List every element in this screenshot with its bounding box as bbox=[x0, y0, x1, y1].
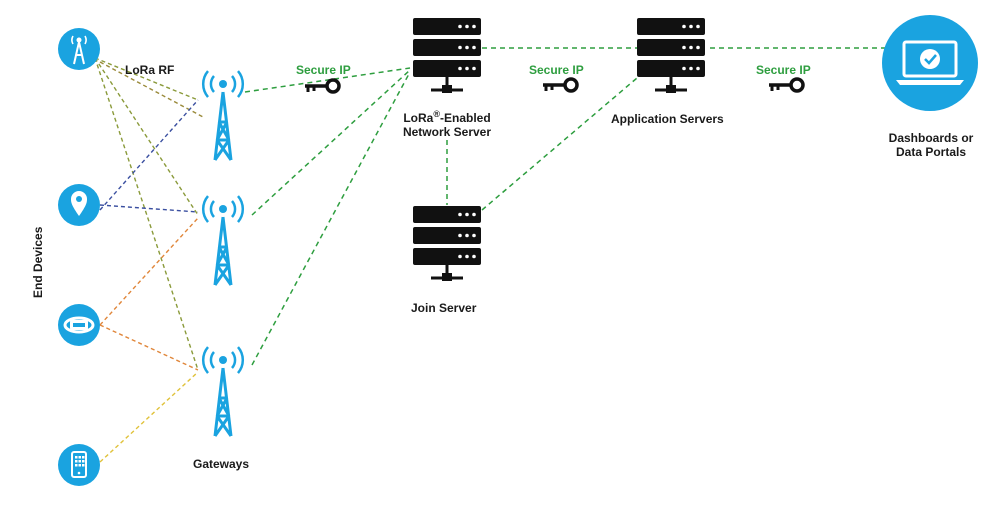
rf-link bbox=[99, 204, 199, 213]
rf-link bbox=[99, 324, 199, 371]
end-device-location bbox=[58, 184, 100, 226]
ip-links bbox=[244, 47, 885, 366]
gateways-label: Gateways bbox=[193, 457, 250, 471]
network-server-label-line2: Network Server bbox=[402, 125, 492, 139]
smartphone-icon bbox=[71, 451, 87, 478]
lora-rf-label: LoRa RF bbox=[125, 63, 175, 77]
laptop-check-icon bbox=[896, 40, 964, 85]
rf-link bbox=[94, 57, 199, 371]
join-server-label: Join Server bbox=[411, 301, 477, 315]
registered-mark: ® bbox=[433, 109, 440, 119]
end-devices-label: End Devices bbox=[31, 226, 45, 298]
rf-link bbox=[99, 61, 206, 119]
rf-link bbox=[94, 57, 199, 216]
rf-links bbox=[94, 57, 206, 463]
rf-link bbox=[99, 99, 199, 211]
rf-link bbox=[94, 57, 199, 101]
rf-link bbox=[99, 371, 199, 463]
application-server-icon bbox=[635, 16, 707, 95]
key-icon bbox=[767, 77, 805, 93]
dashboards-label-line1: Dashboards or bbox=[888, 131, 974, 145]
dashboard-laptop bbox=[882, 15, 978, 111]
ip-link bbox=[244, 67, 411, 93]
gateway-tower-icon bbox=[201, 69, 245, 162]
network-server-label-pre: LoRa bbox=[403, 111, 434, 125]
wristband-tracker-icon bbox=[63, 316, 95, 334]
dashboards-label-line2: Data Portals bbox=[895, 145, 967, 159]
antenna-sensor-icon bbox=[71, 35, 87, 65]
gateway-tower-icon bbox=[201, 194, 245, 287]
secure-ip-label: Secure IP bbox=[296, 63, 351, 77]
end-device-phone bbox=[58, 444, 100, 486]
ip-link bbox=[481, 77, 638, 211]
location-pin-icon bbox=[71, 191, 87, 216]
network-server-label: LoRa®-Enabled Network Server bbox=[388, 107, 506, 139]
rf-link bbox=[99, 217, 199, 326]
network-server-label-post: -Enabled bbox=[439, 111, 491, 125]
key-icon bbox=[541, 77, 579, 93]
end-device-antenna bbox=[58, 28, 100, 70]
end-device-wristband bbox=[58, 304, 100, 346]
gateway-tower-icon bbox=[201, 345, 245, 438]
secure-ip-label: Secure IP bbox=[529, 63, 584, 77]
secure-ip-label: Secure IP bbox=[756, 63, 811, 77]
network-server-icon bbox=[411, 16, 483, 95]
application-servers-label: Application Servers bbox=[611, 112, 724, 126]
ip-link bbox=[251, 71, 411, 366]
join-server-icon bbox=[411, 204, 483, 283]
dashboards-label: Dashboards or Data Portals bbox=[876, 131, 986, 159]
